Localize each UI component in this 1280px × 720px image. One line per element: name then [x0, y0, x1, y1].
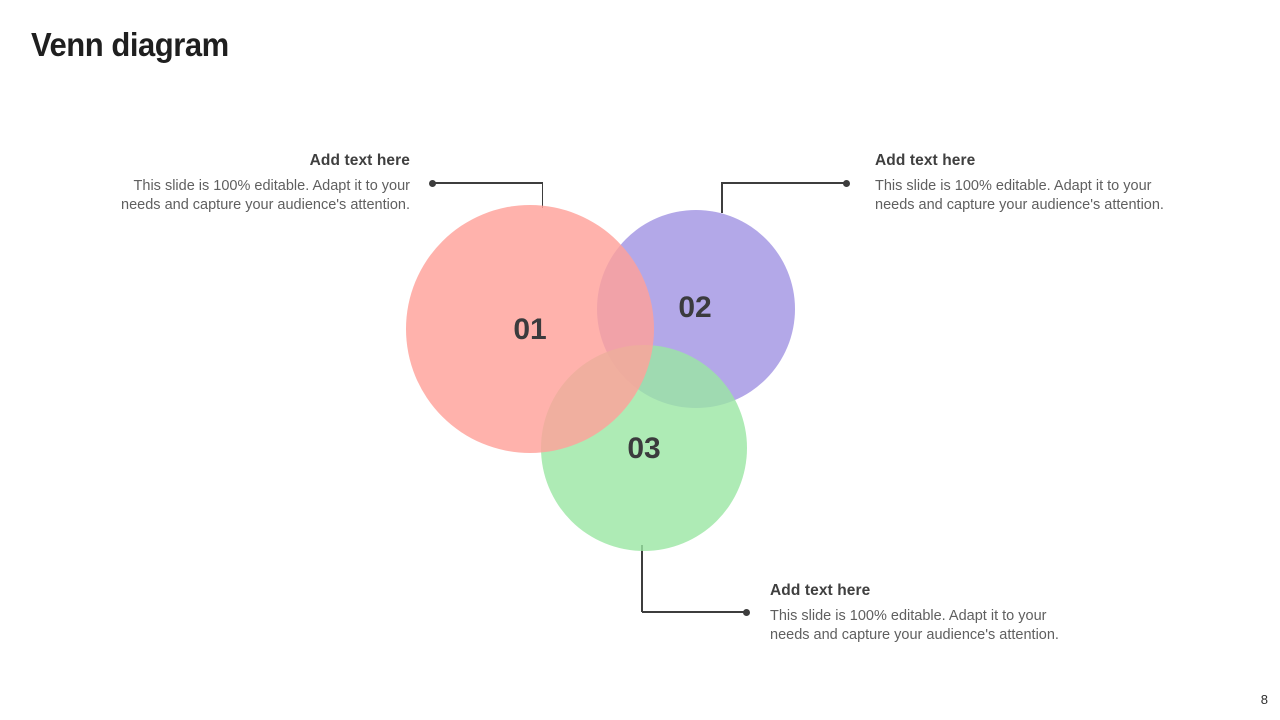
- connector-line-right-horizontal: [722, 182, 846, 184]
- connector-line-left-horizontal: [432, 182, 543, 184]
- callout-right-body-line2: needs and capture your audience's attent…: [875, 197, 1164, 213]
- slide-title: Venn diagram: [31, 26, 229, 63]
- callout-right-body-line1: This slide is 100% editable. Adapt it to…: [875, 178, 1152, 194]
- venn-circle-label-02: 02: [678, 291, 712, 324]
- callout-left-heading: Add text here: [309, 152, 410, 169]
- callout-right-heading: Add text here: [875, 152, 976, 169]
- venn-circle-01[interactable]: [406, 205, 654, 453]
- connector-dot-bottom: [742, 608, 750, 616]
- venn-circle-label-03: 03: [627, 432, 661, 465]
- connector-dot-left: [429, 179, 436, 187]
- venn-circle-label-01: 01: [513, 313, 547, 346]
- connector-line-bottom-vertical: [641, 545, 643, 612]
- page-number: 8: [1260, 692, 1268, 707]
- callout-bottom-body-line2: needs and capture your audience's attent…: [770, 627, 1059, 643]
- callout-bottom[interactable]: Add text here This slide is 100% editabl…: [770, 582, 1110, 645]
- connector-line-bottom-horizontal: [642, 611, 746, 613]
- connector-line-left-vertical: [541, 182, 543, 208]
- callout-left-body-line2: needs and capture your audience's attent…: [121, 197, 410, 213]
- connector-line-right-vertical: [721, 182, 723, 213]
- connector-dot-right: [842, 179, 850, 187]
- callout-left-body-line1: This slide is 100% editable. Adapt it to…: [133, 178, 410, 194]
- callout-right[interactable]: Add text here This slide is 100% editabl…: [875, 152, 1215, 215]
- callout-left[interactable]: Add text here This slide is 100% editabl…: [50, 152, 410, 215]
- callout-bottom-body-line1: This slide is 100% editable. Adapt it to…: [770, 608, 1047, 624]
- callout-bottom-heading: Add text here: [770, 582, 871, 599]
